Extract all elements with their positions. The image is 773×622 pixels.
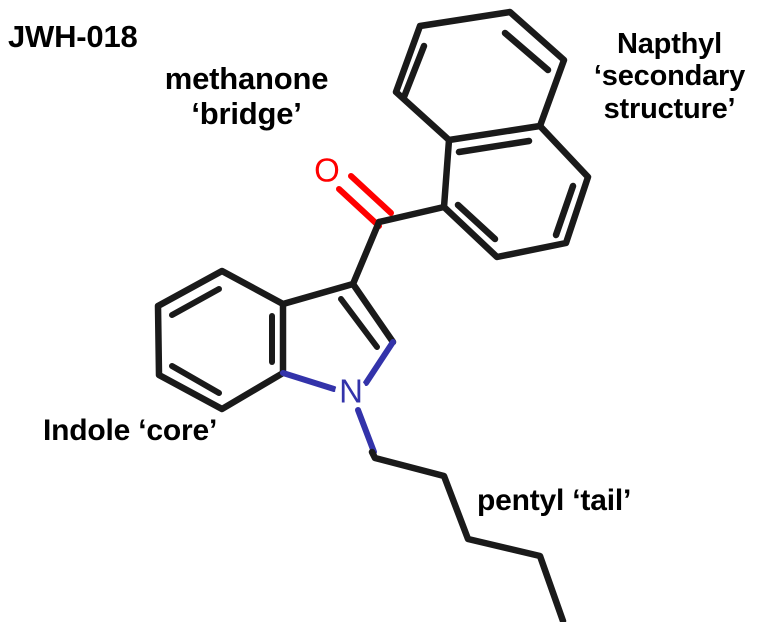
naphthalene-double-bond-5 [454, 201, 499, 243]
carbonyl-double-bond-line-1 [336, 186, 382, 229]
naphthalene-double-bond-4 [552, 182, 577, 239]
nitrogen-atom-label: N [339, 373, 363, 410]
label-methanone-bridge: methanone ‘bridge’ [164, 61, 329, 131]
carbonyl-to-naphthyl-bond [375, 203, 448, 226]
carbonyl-to-indole-bond [349, 218, 383, 288]
indole-c2-n-bond [363, 339, 396, 386]
indole-c3-c2-bond [349, 280, 397, 346]
naphthalene-upper-ring [392, 8, 568, 144]
naphthalene-double-bond-2 [501, 29, 552, 74]
indole-group [154, 267, 397, 413]
carbonyl-group [336, 173, 448, 288]
nitrogen-label-backdrop [335, 377, 367, 409]
oxygen-atom-label: O [314, 152, 340, 189]
label-indole-core: Indole ‘core’ [43, 414, 218, 447]
indole-c3-c2-double-bond-inner [338, 296, 380, 350]
naphthalene-double-bond-3 [455, 137, 533, 156]
naphthalene-lower-ring [440, 122, 592, 261]
label-pentyl-tail: pentyl ‘tail’ [477, 484, 632, 517]
n-to-pentyl-bond [355, 407, 377, 455]
naphthalene-double-bond-1 [400, 42, 428, 101]
pentyl-chain-group [355, 407, 567, 622]
carbonyl-double-bond-line-2 [348, 173, 394, 216]
indole-benzene-ring [154, 267, 287, 413]
pentyl-chain-path [368, 448, 567, 622]
indole-c3a-c3-bond [279, 280, 357, 308]
oxygen-label-backdrop [311, 156, 343, 188]
indole-n-c7a-bond [280, 370, 337, 392]
label-napthyl-secondary-structure: Napthyl ‘secondary structure’ [593, 28, 746, 125]
label-jwh-018: JWH-018 [8, 19, 138, 54]
naphthalene-group [392, 8, 592, 261]
